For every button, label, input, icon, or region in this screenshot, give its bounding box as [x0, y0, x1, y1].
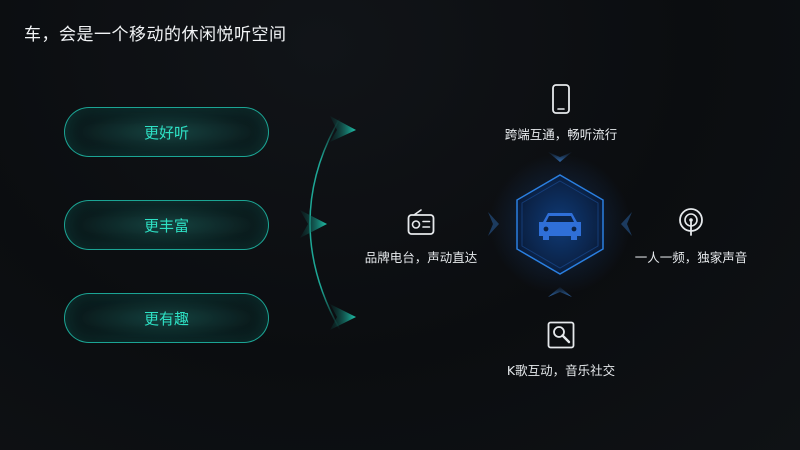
feature-label: 跨端互通，畅听流行: [504, 127, 618, 142]
feature-label: 品牌电台，声动直达: [364, 250, 478, 265]
pill-label: 更好听: [143, 123, 189, 142]
pill-richer: 更丰富: [64, 200, 269, 250]
feature-exclusive-channel: 一人一频，独家声音: [626, 205, 756, 266]
page-title: 车，会是一个移动的休闲悦听空间: [24, 25, 287, 45]
pill-label: 更丰富: [143, 216, 189, 235]
feature-label: 一人一频，独家声音: [634, 250, 748, 265]
feature-karaoke: K歌互动，音乐社交: [496, 318, 626, 379]
pill-label: 更有趣: [143, 309, 189, 328]
feature-cross-device: 跨端互通，畅听流行: [496, 82, 626, 143]
pill-more-fun: 更有趣: [64, 293, 269, 343]
radio-icon: [404, 205, 438, 239]
feature-brand-radio: 品牌电台，声动直达: [356, 205, 486, 266]
center-hexagon-inner: [521, 180, 599, 269]
chevron-left: [488, 212, 499, 236]
podcast-icon: [674, 205, 708, 239]
arrow-marker-top: [330, 116, 356, 142]
chevron-right: [621, 212, 632, 236]
arrow-marker-middle: [300, 210, 327, 238]
karaoke-microphone-icon: [544, 318, 578, 352]
feature-label: K歌互动，音乐社交: [506, 363, 616, 378]
chevron-top: [548, 152, 572, 162]
chevron-bottom: [548, 287, 572, 297]
pill-better-sound: 更好听: [64, 107, 269, 157]
car-icon: [539, 213, 581, 240]
arrow-marker-bottom: [330, 304, 356, 330]
smartphone-icon: [544, 82, 578, 116]
